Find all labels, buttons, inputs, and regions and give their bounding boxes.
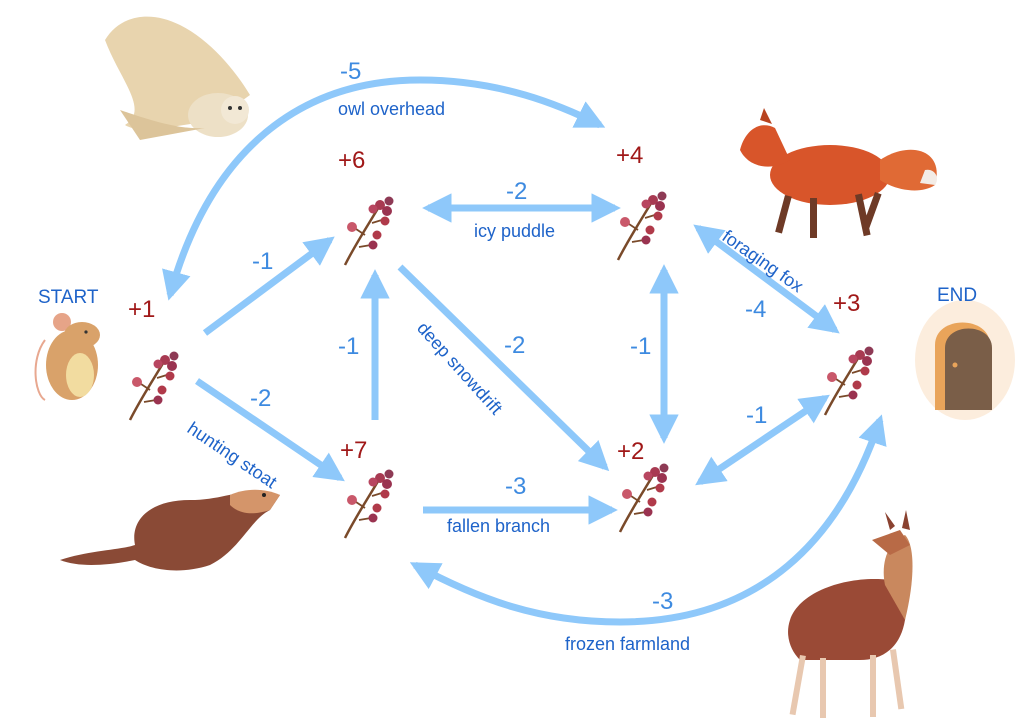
door-illustration xyxy=(915,300,1015,420)
edge-start-to-six xyxy=(202,236,335,336)
deer-illustration xyxy=(788,510,913,718)
edge-cost-two-to-three: -1 xyxy=(746,402,768,429)
edge-label-owl-overhead: owl overhead xyxy=(338,99,446,119)
edge-label-icy-puddle: icy puddle xyxy=(474,221,556,241)
stoat-illustration xyxy=(60,489,280,571)
start-label: START xyxy=(38,287,99,308)
edge-cost-deep-snowdrift: -2 xyxy=(504,332,526,359)
edge-cost-hunting-stoat: -2 xyxy=(250,385,272,412)
edge-label-frozen-farmland: frozen farmland xyxy=(565,634,691,654)
node-one-branch xyxy=(128,350,180,422)
node-value-c: +7 xyxy=(340,437,368,464)
node-value-d: +4 xyxy=(616,142,644,169)
node-value-b: +6 xyxy=(338,147,366,174)
node-value-e: +2 xyxy=(617,438,645,465)
edge-cost-start-to-six: -1 xyxy=(252,248,274,275)
edge-cost-fallen-branch: -3 xyxy=(505,473,527,500)
node-value-f: +3 xyxy=(833,290,861,317)
edge-foraging-fox xyxy=(693,224,840,334)
edge-deep-snowdrift xyxy=(397,264,610,472)
edge-cost-seven-to-six: -1 xyxy=(338,333,360,360)
node-value-a: +1 xyxy=(128,296,156,323)
edge-owl-overhead xyxy=(162,76,606,301)
node-six-branch xyxy=(343,195,395,267)
edge-cost-frozen-farmland: -3 xyxy=(652,588,674,615)
edge-cost-icy-puddle: -2 xyxy=(506,178,528,205)
owl-illustration xyxy=(105,16,250,140)
node-two-branch xyxy=(618,462,670,534)
edge-cost-four-to-two: -1 xyxy=(630,333,652,360)
mouse-illustration xyxy=(34,313,100,401)
edge-cost-owl-overhead: -5 xyxy=(340,58,362,85)
node-three-branch xyxy=(823,345,875,417)
edge-label-fallen-branch: fallen branch xyxy=(447,516,551,536)
node-four-branch xyxy=(616,190,668,262)
edge-cost-foraging-fox: -4 xyxy=(745,296,767,323)
edge-frozen-farmland xyxy=(409,414,887,626)
fox-illustration xyxy=(740,108,937,238)
node-seven-branch xyxy=(343,468,395,540)
edge-hunting-stoat xyxy=(195,378,345,482)
end-label: END xyxy=(937,285,978,306)
